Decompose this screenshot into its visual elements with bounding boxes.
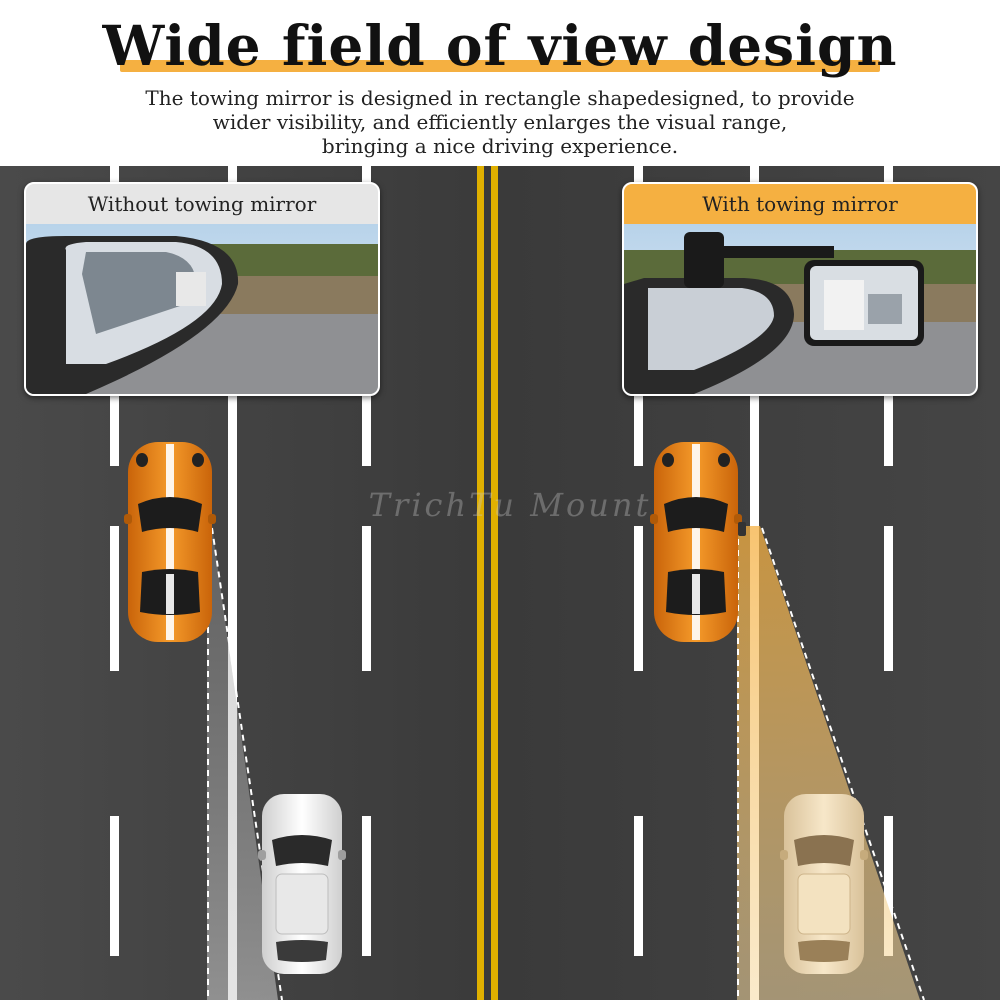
orange-car-right — [650, 442, 746, 642]
subtitle-line: bringing a nice driving experience. — [321, 134, 679, 158]
center-double-line — [477, 166, 498, 1000]
cream-car-right — [780, 794, 868, 974]
towing-mirror-photo — [624, 224, 976, 394]
panel-without-mirror: Without towing mirror — [24, 182, 380, 396]
white-car-left — [258, 794, 346, 974]
orange-car-left — [124, 442, 216, 642]
header: Wide field of view design The towing mir… — [0, 0, 1000, 166]
title-wrap: Wide field of view design — [0, 14, 1000, 78]
panel-label-without: Without towing mirror — [26, 184, 378, 224]
side-mirror-photo — [26, 224, 378, 394]
view-cone-without — [207, 526, 278, 1000]
page-title: Wide field of view design — [102, 13, 898, 78]
panel-label-with: With towing mirror — [624, 184, 976, 224]
subtitle: The towing mirror is designed in rectang… — [60, 86, 940, 158]
title-underline — [120, 60, 880, 72]
view-cone-with — [737, 526, 920, 1000]
subtitle-line: wider visibility, and efficiently enlarg… — [212, 110, 788, 134]
subtitle-line: The towing mirror is designed in rectang… — [145, 86, 855, 110]
panel-with-mirror: With towing mirror — [622, 182, 978, 396]
watermark: TrichTu Mount — [368, 486, 652, 524]
